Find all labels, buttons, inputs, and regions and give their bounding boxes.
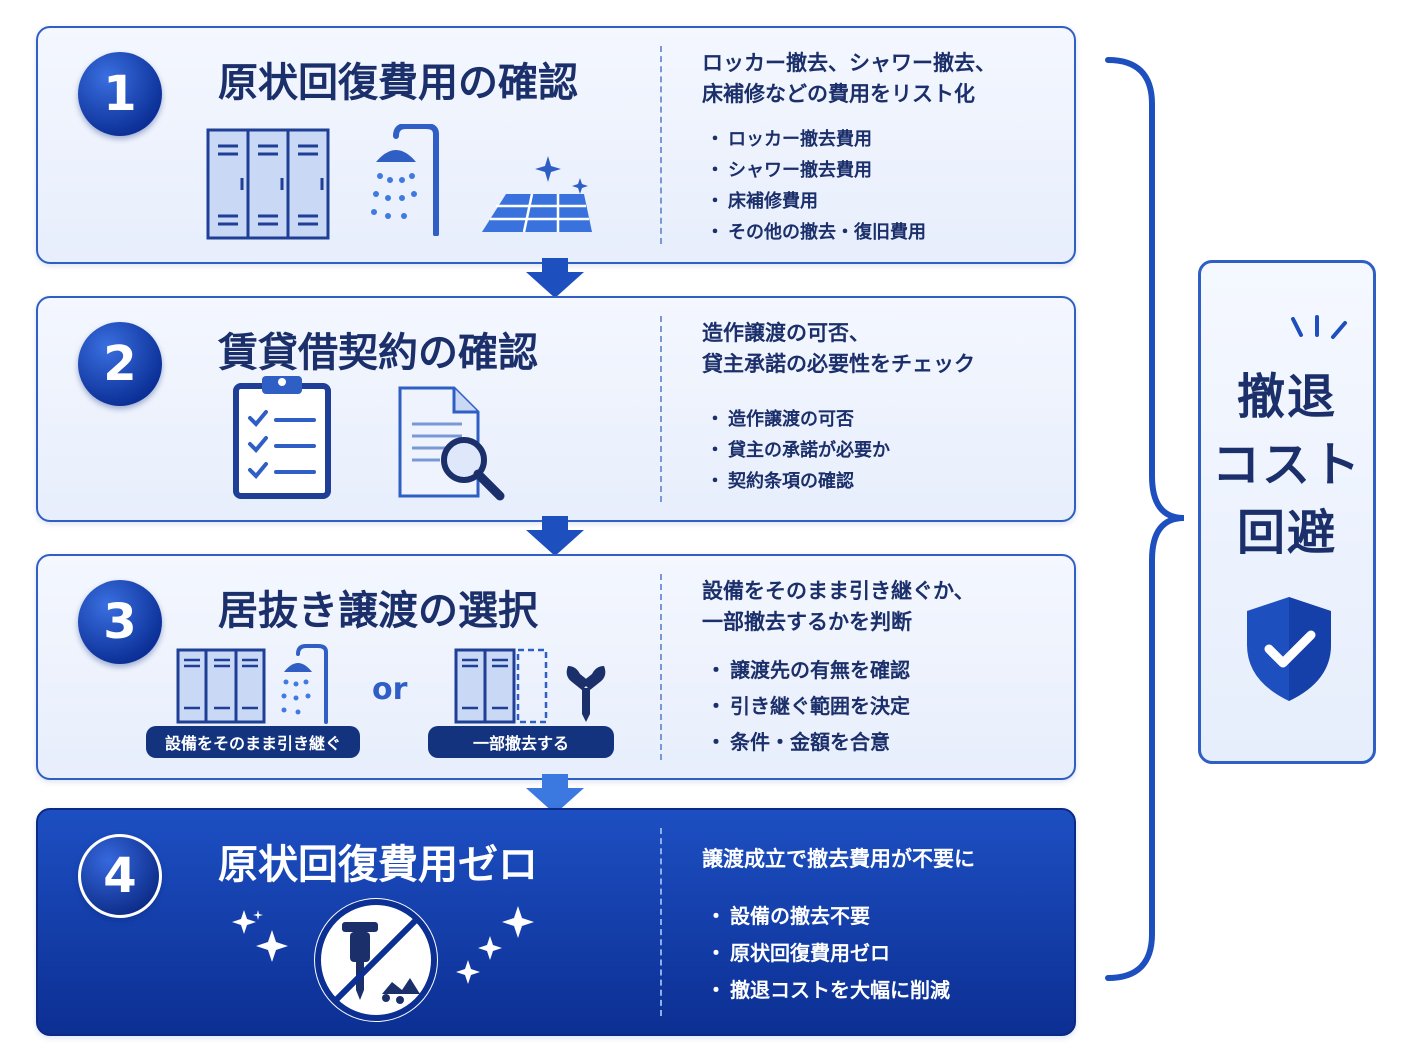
no-jackhammer-icon	[314, 898, 438, 1022]
section-divider	[660, 828, 662, 1016]
description-line: 造作譲渡の可否、	[702, 321, 870, 345]
list-item: シャワー撤去費用	[706, 155, 926, 186]
summary-line: コスト	[1211, 437, 1362, 493]
locker-icon	[176, 648, 266, 724]
option-partial-removal-label: 一部撤去する	[428, 726, 614, 758]
list-item: 原状回復費用ゼロ	[706, 935, 950, 972]
step-title: 原状回復費用ゼロ	[218, 842, 538, 888]
step-number-badge: 2	[78, 322, 162, 406]
step-number-badge: 3	[78, 580, 162, 664]
bullet-list: ロッカー撤去費用 シャワー撤去費用 床補修費用 その他の撤去・復旧費用	[706, 124, 926, 248]
description-line: 床補修などの費用をリスト化	[702, 82, 975, 106]
down-arrow-icon	[526, 516, 584, 556]
document-search-icon	[398, 386, 505, 501]
wrench-screwdriver-icon	[566, 666, 606, 722]
list-item: 造作譲渡の可否	[706, 404, 890, 435]
locker-icon	[206, 128, 330, 240]
sparkle-icon	[232, 906, 534, 984]
step-title: 原状回復費用の確認	[218, 60, 578, 106]
section-divider	[660, 316, 662, 502]
down-arrow-icon	[526, 774, 584, 814]
clipboard-checklist-icon	[233, 376, 331, 499]
description-line: 貸主承諾の必要性をチェック	[702, 352, 975, 376]
description-line: 譲渡成立で撤去費用が不要に	[702, 847, 975, 871]
list-item: 契約条項の確認	[706, 466, 890, 497]
step-title: 居抜き譲渡の選択	[218, 588, 538, 634]
section-divider	[660, 574, 662, 760]
list-item: 引き継ぐ範囲を決定	[706, 688, 910, 724]
bullet-list: 造作譲渡の可否 貸主の承諾が必要か 契約条項の確認	[706, 404, 890, 497]
shower-icon	[281, 644, 328, 724]
emphasis-lines-icon	[1291, 315, 1347, 339]
step-number-badge: 1	[78, 52, 162, 136]
floor-tile-icon	[482, 156, 592, 233]
step-4-card: 4 原状回復費用ゼロ 譲渡成立で撤去費用が不要に 設備の撤去不要 原状回復費用ゼ…	[36, 808, 1076, 1036]
or-label: or	[372, 672, 408, 707]
step-description: 譲渡成立で撤去費用が不要に	[702, 844, 1062, 875]
step-number-badge: 4	[78, 834, 162, 918]
list-item: 撤退コストを大幅に削減	[706, 972, 950, 1009]
list-item: 譲渡先の有無を確認	[706, 652, 910, 688]
right-brace-icon	[1105, 57, 1185, 981]
shield-check-icon	[1247, 597, 1331, 701]
step-1-card: 1 原状回復費用の確認	[36, 26, 1076, 264]
list-item: 条件・金額を合意	[706, 724, 910, 760]
bullet-list: 設備の撤去不要 原状回復費用ゼロ 撤退コストを大幅に削減	[706, 898, 950, 1009]
bullet-list: 譲渡先の有無を確認 引き継ぐ範囲を決定 条件・金額を合意	[706, 652, 910, 760]
list-item: その他の撤去・復旧費用	[706, 217, 926, 248]
list-item: ロッカー撤去費用	[706, 124, 926, 155]
list-item: 床補修費用	[706, 186, 926, 217]
locker-icon	[454, 648, 548, 724]
summary-line: 回避	[1236, 505, 1337, 561]
summary-line: 撤退	[1236, 369, 1337, 425]
step-3-card: 3 居抜き譲渡の選択 設備をそのまま引き継ぐ or	[36, 554, 1076, 780]
description-line: 一部撤去するかを判断	[702, 610, 912, 634]
step-description: 設備をそのまま引き継ぐか、 一部撤去するかを判断	[702, 576, 1062, 638]
step-2-card: 2 賃貸借契約の確認 造作譲渡の可否、 貸主承諾の必要性をチェック 造作譲渡の可…	[36, 296, 1076, 522]
result-summary-panel: 撤退 コスト 回避	[1198, 260, 1376, 764]
step-description: 造作譲渡の可否、 貸主承諾の必要性をチェック	[702, 318, 1062, 380]
list-item: 設備の撤去不要	[706, 898, 950, 935]
down-arrow-icon	[526, 258, 584, 298]
description-line: 設備をそのまま引き継ぐか、	[702, 579, 975, 603]
description-line: ロッカー撤去、シャワー撤去、	[702, 51, 996, 75]
shower-icon	[371, 124, 439, 236]
list-item: 貸主の承諾が必要か	[706, 435, 890, 466]
step-title: 賃貸借契約の確認	[218, 330, 538, 376]
section-divider	[660, 46, 662, 244]
option-keep-equipment-label: 設備をそのまま引き継ぐ	[146, 726, 360, 758]
step-description: ロッカー撤去、シャワー撤去、 床補修などの費用をリスト化	[702, 48, 1062, 110]
